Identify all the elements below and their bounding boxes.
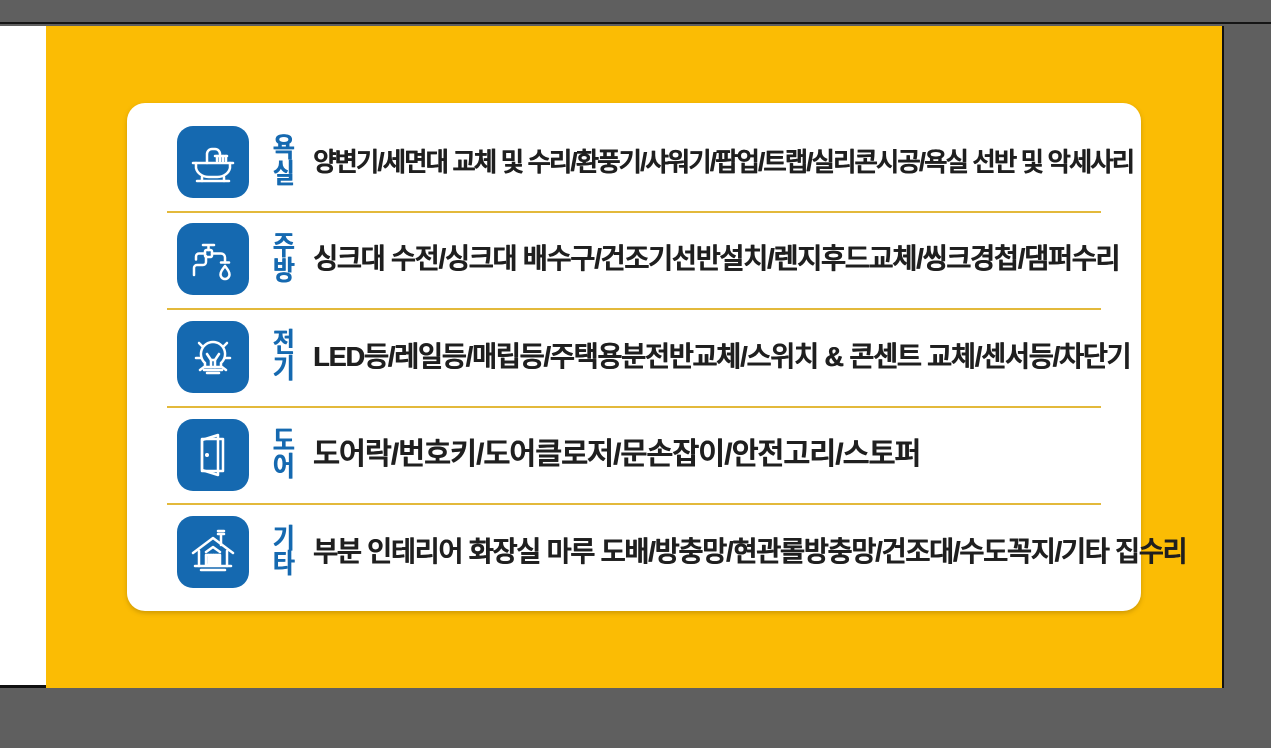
category-label-door: 도 어	[266, 425, 300, 482]
service-row-electric[interactable]: 전 기 LED등/레일등/매립등/주택용분전반교체/스위치 & 콘센트 교체/센…	[149, 308, 1131, 406]
service-row-other[interactable]: 기 타 부분 인테리어 화장실 마루 도배/방충망/현관롤방충망/건조대/수도꼭…	[149, 503, 1187, 601]
category-syllable-1: 기	[272, 523, 294, 554]
house-chimney-icon	[177, 516, 249, 589]
faucet-water-drop-icon	[177, 223, 249, 296]
category-label-electric: 전 기	[266, 328, 300, 384]
category-syllable-2: 어	[272, 451, 294, 482]
category-syllable-2: 실	[272, 158, 294, 189]
category-syllable-2: 타	[272, 549, 294, 580]
service-row-bathroom[interactable]: 욕 실 양변기/세면대 교체 및 수리/환풍기/샤워기/팝업/트랩/실리콘시공/…	[149, 113, 1135, 211]
category-label-kitchen: 주 방	[266, 230, 300, 287]
service-row-kitchen[interactable]: 주 방 싱크대 수전/싱크대 배수구/건조기선반설치/렌지후드교체/씽크경첩/댐…	[149, 210, 1120, 309]
service-description-kitchen: 싱크대 수전/싱크대 배수구/건조기선반설치/렌지후드교체/씽크경첩/댐퍼수리	[313, 242, 1120, 274]
slide-background: 욕 실 양변기/세면대 교체 및 수리/환풍기/샤워기/팝업/트랩/실리콘시공/…	[46, 26, 1222, 688]
bathtub-shower-icon	[177, 125, 249, 198]
top-chrome-bar	[0, 0, 1271, 24]
category-syllable-2: 기	[272, 353, 294, 384]
service-row-door[interactable]: 도 어 도어락/번호키/도어클로저/문손잡이/안전고리/스토퍼	[149, 405, 1119, 504]
category-syllable-1: 도	[272, 425, 294, 456]
light-bulb-icon	[177, 320, 249, 393]
category-label-other: 기 타	[266, 523, 300, 580]
service-description-door: 도어락/번호키/도어클로저/문손잡이/안전고리/스토퍼	[313, 438, 921, 472]
service-description-other: 부분 인테리어 화장실 마루 도배/방충망/현관롤방충망/건조대/수도꼭지/기타…	[313, 535, 1187, 567]
services-card: 욕 실 양변기/세면대 교체 및 수리/환풍기/샤워기/팝업/트랩/실리콘시공/…	[127, 103, 1187, 611]
category-syllable-1: 주	[272, 230, 294, 261]
category-label-bathroom: 욕 실	[266, 133, 300, 189]
open-door-icon	[177, 418, 249, 491]
service-description-bathroom: 양변기/세면대 교체 및 수리/환풍기/샤워기/팝업/트랩/실리콘시공/욕실 선…	[313, 146, 1135, 177]
service-description-electric: LED등/레일등/매립등/주택용분전반교체/스위치 & 콘센트 교체/센서등/차…	[313, 340, 1131, 372]
category-syllable-1: 욕	[272, 133, 294, 164]
category-syllable-2: 방	[272, 256, 294, 287]
category-syllable-1: 전	[272, 328, 294, 359]
